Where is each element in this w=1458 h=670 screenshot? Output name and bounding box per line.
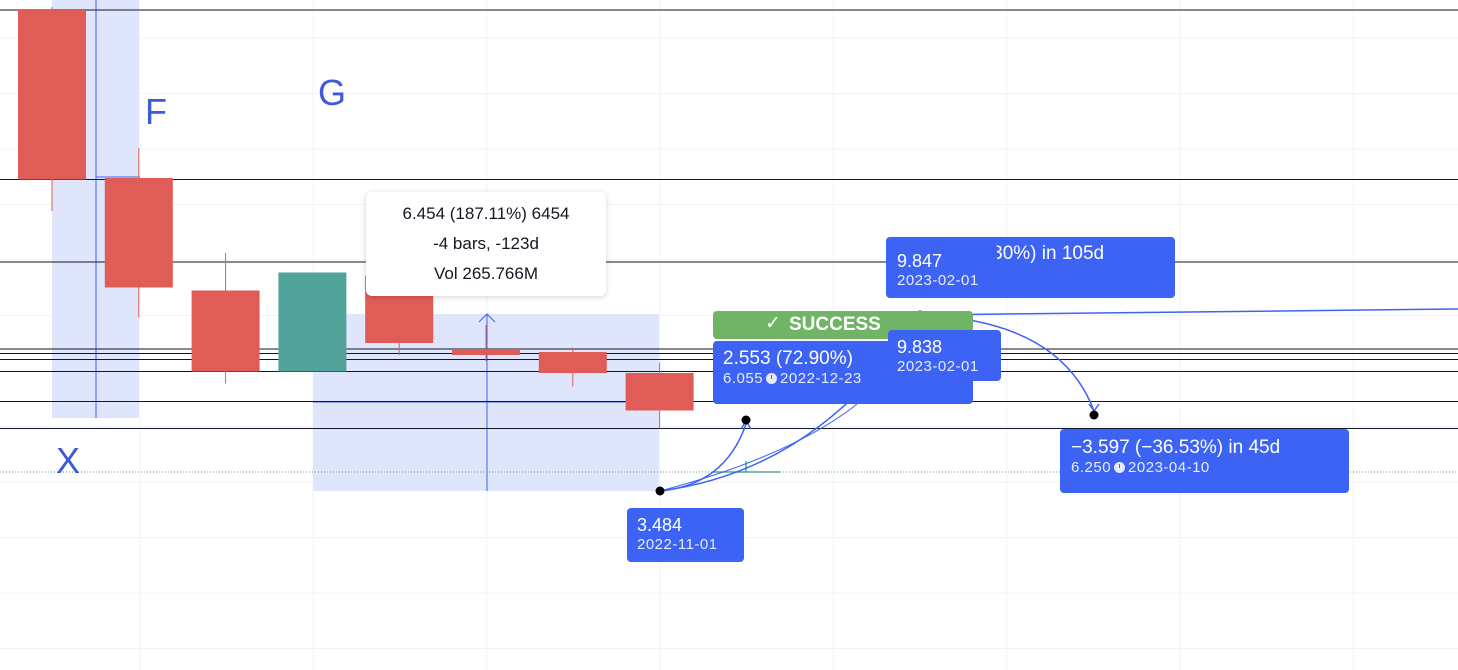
- drop-curve-head: [1088, 403, 1100, 413]
- peak-price-label-a[interactable]: 9.847 2023-02-01: [888, 244, 997, 295]
- clock-icon: [1114, 462, 1126, 473]
- extension-line: [919, 308, 1458, 316]
- target-date: 2022-12-23: [780, 370, 862, 387]
- drop-date: 2023-04-10: [1128, 459, 1210, 476]
- source-date: 2022-11-01: [637, 536, 718, 553]
- candle-body: [452, 349, 520, 355]
- measure-arrow-head: [478, 313, 496, 323]
- pattern-point-f: F: [145, 91, 167, 132]
- peak-a-date: 2023-02-01: [897, 272, 979, 289]
- pattern-point-g: G: [318, 72, 347, 113]
- candle-body: [104, 178, 173, 288]
- candle-body: [538, 352, 607, 373]
- measure-tooltip: 6.454 (187.11%) 6454 -4 bars, -123d Vol …: [366, 192, 606, 296]
- source-label[interactable]: 3.484 2022-11-01: [627, 508, 744, 562]
- drop-price: 6.250: [1071, 459, 1112, 476]
- success-label: SUCCESS: [789, 314, 881, 335]
- pattern-point-x: X: [56, 440, 81, 481]
- check-icon: ✓: [765, 313, 781, 334]
- candle-body: [625, 373, 694, 411]
- peak-price-label-b[interactable]: 9.838 2023-02-01: [888, 330, 1001, 381]
- candle-body: [278, 272, 347, 372]
- measure-change: 6.454 (187.11%) 6454: [402, 204, 570, 223]
- drop-label[interactable]: −3.597 (−36.53%) in 45d 6.250 2023-04-10: [1060, 429, 1349, 493]
- source-price: 3.484: [637, 515, 683, 535]
- forecast-curve: [659, 423, 747, 492]
- anchor-point: [1089, 410, 1099, 420]
- candle-body: [191, 290, 260, 372]
- peak-b-date: 2023-02-01: [897, 358, 979, 375]
- candle-body: [18, 10, 86, 180]
- clock-icon: [766, 373, 778, 384]
- measure-volume: Vol 265.766M: [434, 264, 538, 283]
- peak-b-price: 9.838: [897, 337, 943, 357]
- measure-bars: -4 bars, -123d: [433, 234, 539, 253]
- anchor-point: [741, 415, 751, 425]
- anchor-point: [655, 486, 665, 496]
- target-price: 6.055: [723, 370, 764, 387]
- peak-a-price: 9.847: [897, 251, 943, 271]
- drop-change: −3.597 (−36.53%) in 45d: [1071, 437, 1281, 458]
- target-change: 2.553 (72.90%): [723, 348, 853, 369]
